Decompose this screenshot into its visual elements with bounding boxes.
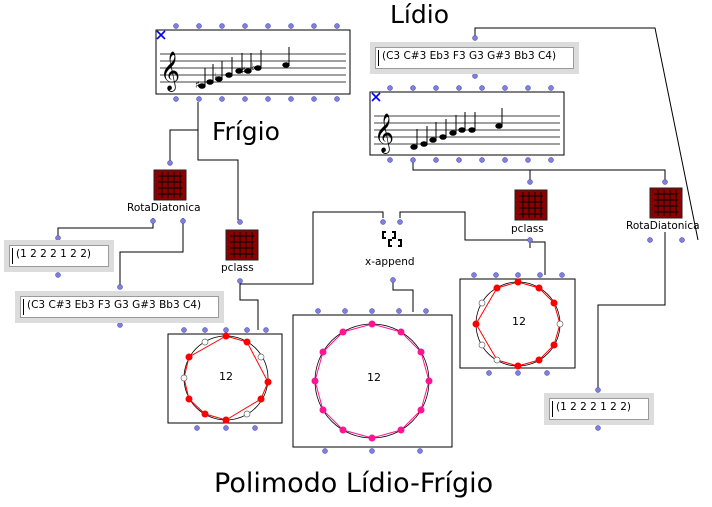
lidio-steps-input[interactable]: (1 2 2 2 1 2 2)	[544, 393, 654, 425]
treble-clef-icon: 𝄞	[160, 51, 180, 92]
svg-text:♭: ♭	[251, 62, 256, 73]
svg-text:♯: ♯	[195, 80, 200, 91]
circle-right-number: 12	[512, 315, 526, 328]
rotadiatonica-left-label: RotaDiatonica	[127, 202, 201, 214]
circle-left-number: 12	[219, 370, 233, 383]
x-append-label: x-append	[365, 256, 415, 268]
title-lidio: Lídio	[390, 0, 449, 29]
connection-lines	[57, 27, 699, 390]
rotadiatonica-right-label: RotaDiatonica	[626, 220, 700, 232]
staff-frigio[interactable]: 𝄞 ♯ ♭ ♯ ♭	[155, 29, 351, 95]
patch-box-icon[interactable]	[649, 187, 683, 219]
circle-display-middle[interactable]	[292, 314, 453, 448]
close-icon[interactable]	[371, 92, 381, 102]
pclass-left-label: pclass	[221, 262, 254, 274]
lidio-notes-input[interactable]: (C3 C#3 Eb3 F3 G3 G#3 Bb3 C4)	[370, 42, 579, 74]
patch-box-icon[interactable]	[225, 229, 259, 261]
svg-text:♭: ♭	[214, 72, 219, 83]
staff-lidio[interactable]: 𝄞	[369, 91, 565, 156]
circle-middle-number: 12	[367, 371, 381, 384]
pclass-right-label: pclass	[511, 223, 544, 235]
svg-text:♯: ♯	[241, 66, 246, 77]
append-icon[interactable]	[382, 231, 402, 247]
frigio-notes-input[interactable]: (C3 C#3 Eb3 F3 G3 G#3 Bb3 C4)	[15, 291, 224, 323]
close-icon[interactable]	[156, 30, 166, 40]
title-polimodo: Polimodo Lídio-Frígio	[214, 468, 494, 499]
inlets-outlets[interactable]	[55, 23, 685, 454]
frigio-steps-input[interactable]: (1 2 2 2 1 2 2)	[4, 240, 114, 272]
title-frigio: Frígio	[212, 117, 280, 146]
treble-clef-icon: 𝄞	[374, 113, 394, 154]
circle-display-right[interactable]	[459, 278, 576, 370]
patch-box-icon[interactable]	[153, 169, 187, 201]
patch-box-icon[interactable]	[514, 189, 548, 221]
circle-display-left[interactable]	[167, 332, 283, 424]
